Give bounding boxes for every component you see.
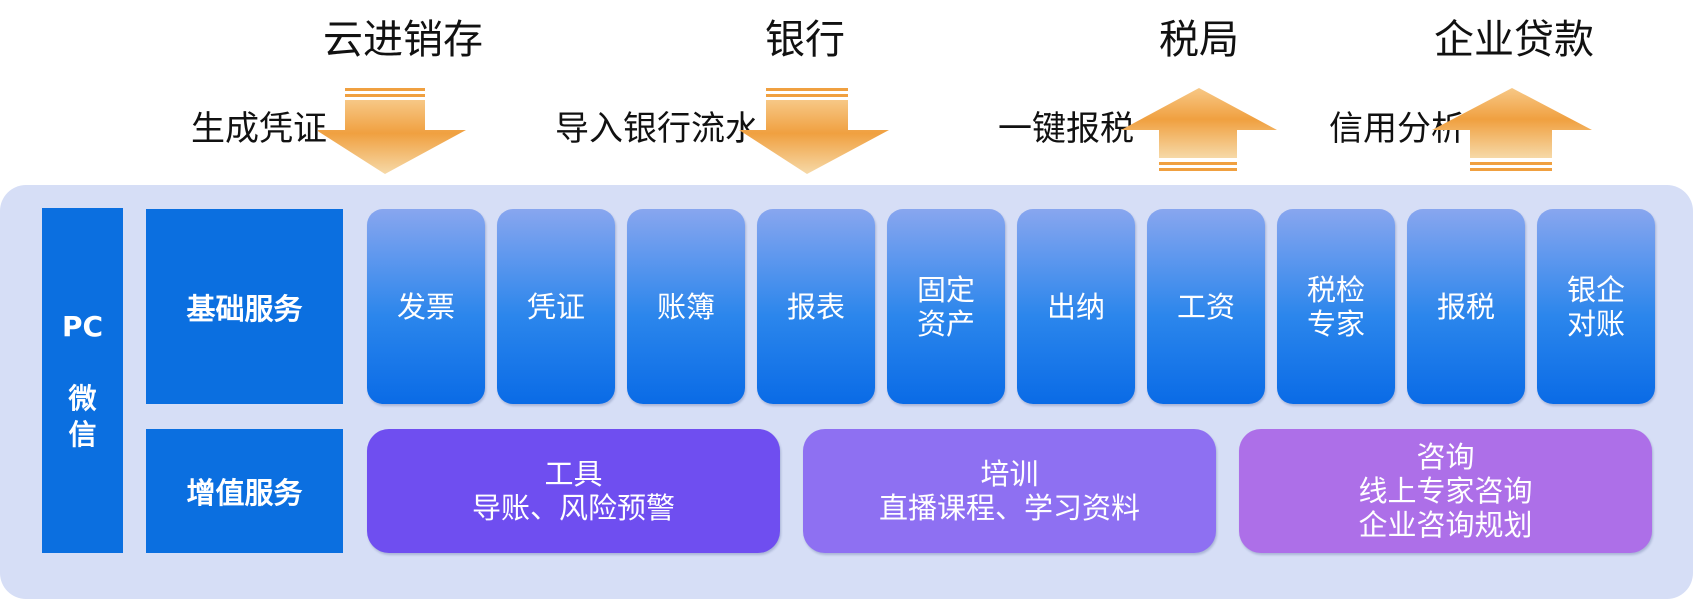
service-card-voucher[interactable]: 凭证 — [497, 209, 615, 404]
platform-wechat-label-1: 微 — [68, 381, 97, 415]
category-value-added-services: 增值服务 — [146, 429, 343, 553]
value-added-title: 培训 — [980, 457, 1039, 491]
flow-label-one-click-tax: 一键报税 — [998, 109, 1134, 149]
up-arrow-icon — [1121, 88, 1277, 171]
service-card-reports[interactable]: 报表 — [757, 209, 875, 404]
top-title-inventory: 云进销存 — [323, 17, 483, 63]
value-added-title: 工具 — [544, 457, 603, 491]
top-title-tax-bureau: 税局 — [1159, 17, 1239, 63]
value-added-tools[interactable]: 工具 导账、风险预警 — [367, 429, 780, 553]
value-added-detail: 线上专家咨询 — [1358, 474, 1533, 508]
down-arrow-icon — [739, 88, 889, 174]
flow-label-import-bank-statement: 导入银行流水 — [555, 109, 759, 149]
down-arrow-icon — [318, 88, 466, 174]
category-basic-services: 基础服务 — [146, 209, 343, 404]
service-card-ledger[interactable]: 账簿 — [627, 209, 745, 404]
platform-block: PC 微 信 — [42, 208, 123, 553]
service-card-label: 报税 — [1436, 289, 1495, 324]
service-card-label: 凭证 — [526, 289, 585, 324]
value-added-consulting[interactable]: 咨询 线上专家咨询 企业咨询规划 — [1239, 429, 1652, 553]
value-added-detail-2: 企业咨询规划 — [1358, 508, 1533, 542]
top-title-enterprise-loan: 企业贷款 — [1434, 17, 1594, 63]
value-added-detail: 直播课程、学习资料 — [878, 491, 1140, 525]
service-card-label-2: 对账 — [1566, 306, 1625, 341]
service-card-tax-expert[interactable]: 税检 专家 — [1277, 209, 1395, 404]
service-card-label: 出纳 — [1046, 289, 1105, 324]
service-card-label: 固定 — [916, 272, 975, 307]
value-added-title: 咨询 — [1416, 440, 1475, 474]
service-card-fixed-assets[interactable]: 固定 资产 — [887, 209, 1005, 404]
platform-wechat-label-2: 信 — [68, 417, 97, 451]
value-added-detail: 导账、风险预警 — [471, 491, 675, 525]
up-arrow-icon — [1432, 88, 1592, 171]
service-card-label: 发票 — [396, 289, 455, 324]
service-card-bank-reconciliation[interactable]: 银企 对账 — [1537, 209, 1655, 404]
service-card-label-2: 专家 — [1306, 306, 1365, 341]
value-added-training[interactable]: 培训 直播课程、学习资料 — [803, 429, 1216, 553]
service-card-label: 银企 — [1566, 272, 1625, 307]
service-card-tax-filing[interactable]: 报税 — [1407, 209, 1525, 404]
flow-label-generate-voucher: 生成凭证 — [191, 109, 327, 149]
platform-pc-label: PC — [61, 309, 104, 343]
service-card-label: 税检 — [1306, 272, 1365, 307]
service-card-label-2: 资产 — [916, 306, 975, 341]
top-title-bank: 银行 — [765, 17, 845, 63]
service-card-label: 工资 — [1176, 289, 1235, 324]
service-card-payroll[interactable]: 工资 — [1147, 209, 1265, 404]
service-card-cashier[interactable]: 出纳 — [1017, 209, 1135, 404]
service-card-invoice[interactable]: 发票 — [367, 209, 485, 404]
service-card-label: 账簿 — [656, 289, 715, 324]
service-card-label: 报表 — [786, 289, 845, 324]
